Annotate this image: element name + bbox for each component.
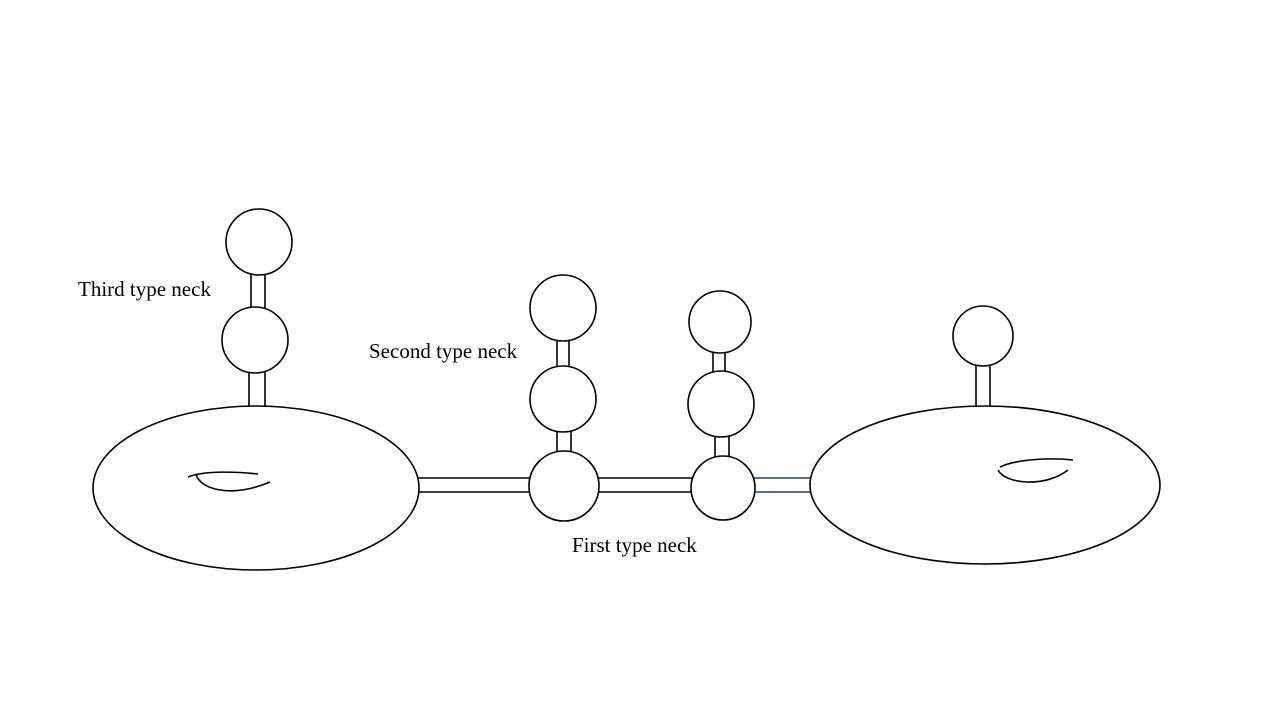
sphere-left-middle <box>221 306 289 374</box>
label-second-type-neck: Second type neck <box>369 339 518 363</box>
vertical-neck-left-upper <box>250 270 266 312</box>
label-third-type-neck: Third type neck <box>78 277 211 301</box>
left-torus-hole-icon <box>187 471 271 492</box>
horizontal-neck-middle <box>597 477 692 493</box>
label-first-type-neck: First type neck <box>572 533 697 557</box>
right-torus <box>809 405 1161 565</box>
sphere-col3-top <box>688 290 752 354</box>
vertical-neck-left-lower <box>248 369 266 408</box>
right-torus-hole-icon <box>997 458 1074 483</box>
vertical-neck-col2-lower <box>556 428 572 454</box>
sphere-col3-middle <box>687 370 755 438</box>
vertical-neck-col2-upper <box>556 337 570 370</box>
sphere-col3-bottom <box>690 455 756 521</box>
sphere-right-top <box>952 305 1014 367</box>
horizontal-neck-right <box>754 477 815 493</box>
left-torus <box>92 405 420 571</box>
vertical-neck-right <box>975 365 991 408</box>
sphere-left-top <box>225 208 293 276</box>
sphere-col2-bottom <box>528 450 600 522</box>
horizontal-neck-left <box>418 477 530 493</box>
sphere-col2-middle <box>529 365 597 433</box>
sphere-col2-top <box>529 274 597 342</box>
